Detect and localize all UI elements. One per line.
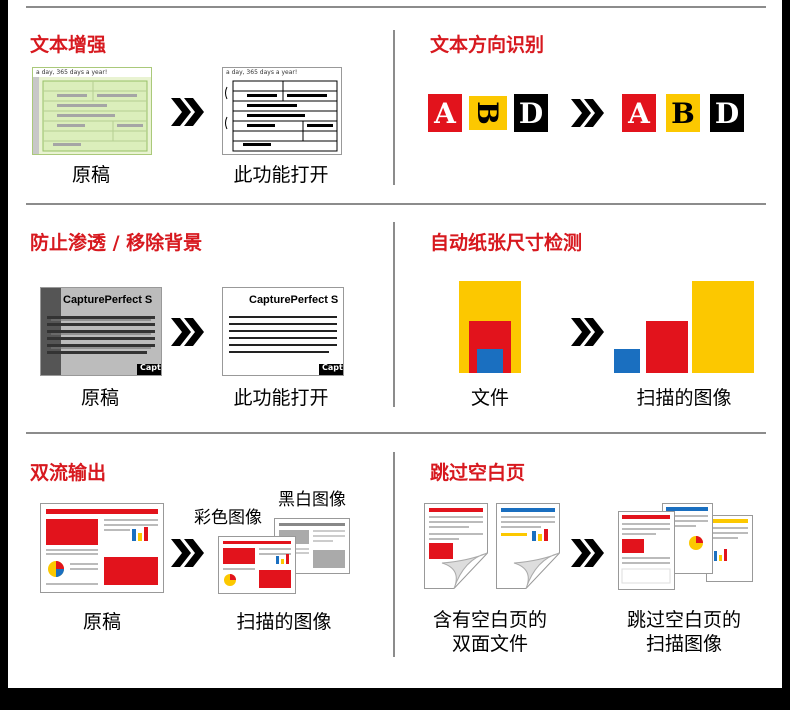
top-divider bbox=[26, 6, 766, 8]
double-chevron-right-icon bbox=[571, 318, 604, 346]
bleed-original-graphic bbox=[41, 288, 161, 375]
double-chevron-right-icon bbox=[571, 99, 604, 127]
form-original-image: a day, 365 days a year! bbox=[32, 67, 152, 155]
form-enhanced-graphic bbox=[225, 80, 338, 152]
doc-title-original: CapturePerfect S bbox=[63, 294, 153, 306]
col-divider-2 bbox=[393, 222, 395, 407]
form-header-text-enhanced: a day, 365 days a year! bbox=[226, 69, 298, 76]
caption-skip-blank-result-line1: 跳过空白页的 bbox=[626, 609, 741, 631]
caption-original: 原稿 bbox=[80, 387, 119, 409]
form-original-graphic bbox=[33, 77, 148, 154]
section-title-skip-blank: 跳过空白页 bbox=[430, 462, 526, 484]
caption-document: 文件 bbox=[470, 387, 509, 409]
page-with-blank-back-2 bbox=[496, 503, 560, 589]
double-chevron-right-icon bbox=[571, 539, 604, 567]
caption-scanned-image: 扫描的图像 bbox=[236, 611, 332, 633]
col-divider-1 bbox=[393, 30, 395, 185]
form-enhanced-image: a day, 365 days a year! bbox=[222, 67, 342, 155]
caption-feature-on: 此功能打开 bbox=[233, 387, 329, 409]
label-bw-image: 黑白图像 bbox=[278, 490, 346, 510]
skipped-blank-result-stack bbox=[618, 503, 753, 590]
tile-d-corrected: D bbox=[710, 94, 744, 132]
tile-a-corrected: A bbox=[622, 94, 656, 132]
doc-title-clean: CapturePerfect S bbox=[249, 294, 339, 306]
double-chevron-right-icon bbox=[171, 318, 204, 346]
caption-original: 原稿 bbox=[71, 164, 110, 186]
caption-original: 原稿 bbox=[82, 611, 121, 633]
label-color-image: 彩色图像 bbox=[194, 508, 262, 528]
section-title-dual-output: 双流输出 bbox=[30, 462, 107, 484]
bleed-clean-image: CapturePerfect S Capt bbox=[222, 287, 344, 376]
section-title-bleed-through: 防止渗透 / 移除背景 bbox=[30, 232, 203, 254]
dual-original-document bbox=[40, 503, 164, 593]
caption-feature-on: 此功能打开 bbox=[233, 164, 329, 186]
tile-b-corrected: B bbox=[666, 94, 700, 132]
row-divider-2 bbox=[26, 432, 766, 434]
doc-footer-original: Capt bbox=[140, 363, 161, 372]
tile-d-rotated: D bbox=[514, 94, 548, 132]
page-with-blank-back-1 bbox=[424, 503, 488, 589]
section-title-orientation: 文本方向识别 bbox=[430, 34, 545, 56]
color-image-document bbox=[218, 536, 296, 594]
section-title-auto-size: 自动纸张尺寸检测 bbox=[430, 232, 583, 254]
double-chevron-right-icon bbox=[171, 98, 204, 126]
bleed-clean-graphic bbox=[229, 316, 343, 375]
tile-a-rotated: A bbox=[428, 94, 462, 132]
caption-skip-blank-result-line2: 扫描图像 bbox=[645, 633, 722, 655]
detected-paper-sizes-graphic bbox=[614, 281, 754, 373]
caption-duplex-with-blank-line2: 双面文件 bbox=[451, 633, 528, 655]
col-divider-3 bbox=[393, 452, 395, 657]
bleed-original-image: CapturePerfect S Capt bbox=[40, 287, 162, 376]
doc-footer-clean: Capt bbox=[322, 363, 343, 372]
form-header-text: a day, 365 days a year! bbox=[33, 68, 151, 77]
caption-scanned-image: 扫描的图像 bbox=[636, 387, 732, 409]
section-title-text-enhance: 文本增强 bbox=[30, 34, 107, 56]
tile-b-rotated: B bbox=[469, 96, 507, 130]
double-chevron-right-icon bbox=[171, 539, 204, 567]
nested-paper-sizes-graphic bbox=[459, 281, 521, 373]
row-divider-1 bbox=[26, 203, 766, 205]
caption-duplex-with-blank-line1: 含有空白页的 bbox=[432, 609, 547, 631]
